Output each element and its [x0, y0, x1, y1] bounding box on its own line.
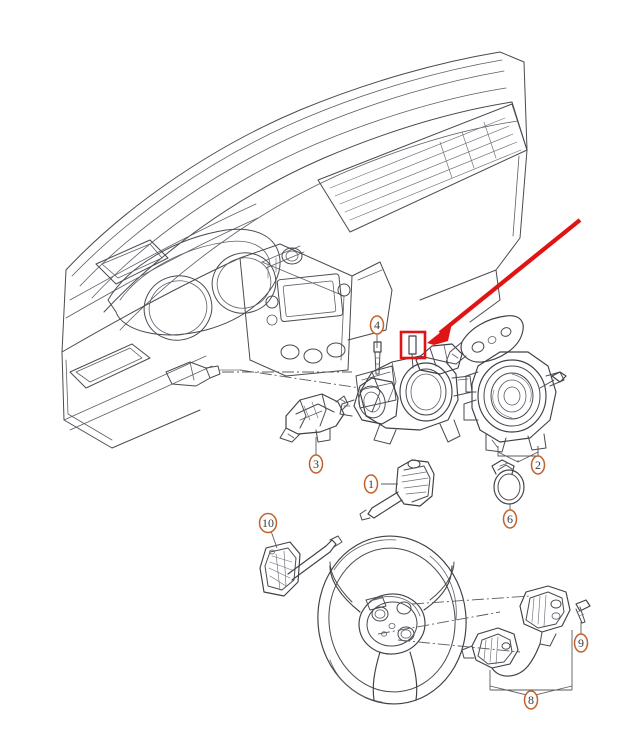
- callout-marker-8: 8: [523, 690, 539, 710]
- clock-spring-screw: [539, 371, 567, 389]
- module-wire: [491, 643, 541, 677]
- instrument-panel-dashboard: [61, 51, 528, 449]
- ignition-lock-housing: [339, 377, 399, 425]
- highlighted-part: [408, 335, 417, 369]
- leader-10: [270, 530, 278, 549]
- steering-wheel: [317, 535, 467, 705]
- callout-marker-4: 4: [369, 315, 385, 335]
- callout-marker-2: 2: [530, 455, 546, 475]
- dash-ignition-stub: [165, 361, 241, 387]
- retaining-screw-4: [373, 341, 382, 375]
- turn-signal-wiper-stalk: [359, 459, 435, 521]
- callout-marker-3: 3: [308, 454, 324, 474]
- immobiliser-antenna-ring: [491, 459, 525, 505]
- callout-marker-9: 9: [573, 633, 589, 653]
- red-highlight-box: [399, 330, 427, 360]
- leader-dash-to-lock: [239, 369, 361, 389]
- fastening-screw-9: [575, 599, 591, 624]
- clock-spring-slip-ring: [463, 351, 565, 453]
- callout-label-2: 2: [535, 458, 541, 472]
- remote-key-fob: [445, 315, 524, 365]
- multifunction-switch-module-right: [519, 585, 571, 647]
- leader-wheel-to-module-left: [377, 611, 501, 635]
- callout-label-4: 4: [374, 318, 380, 332]
- red-pointer-arrow: [427, 218, 582, 345]
- callout-label-10: 10: [262, 516, 274, 530]
- callout-label-6: 6: [507, 512, 513, 526]
- shift-paddle: [259, 535, 343, 597]
- callout-label-3: 3: [313, 457, 319, 471]
- callout-marker-10: 10: [258, 512, 278, 534]
- callout-label-8: 8: [528, 693, 534, 707]
- callout-label-1: 1: [368, 477, 374, 491]
- callout-marker-6: 6: [502, 509, 518, 529]
- leader-wheel-to-module-right: [397, 639, 521, 653]
- callout-label-9: 9: [578, 636, 584, 650]
- callout-marker-1: 1: [363, 474, 379, 494]
- multifunction-switch-module-left: [461, 627, 519, 669]
- steering-column-mounting-bracket: [279, 393, 349, 443]
